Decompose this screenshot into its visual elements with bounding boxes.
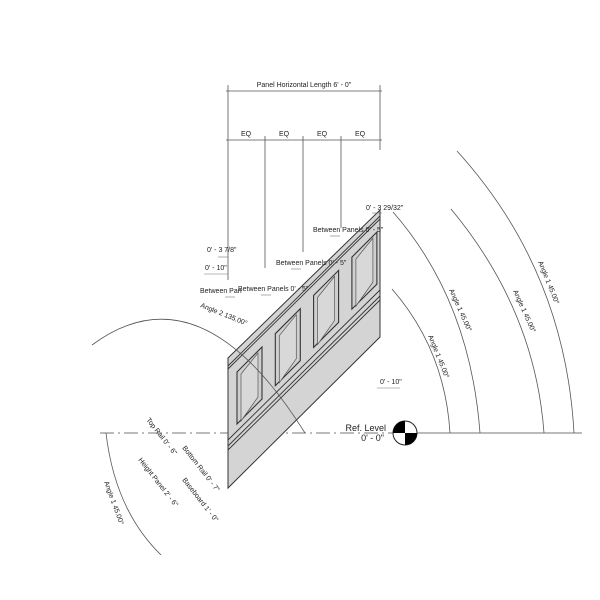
- raised-panel-inner: [317, 275, 335, 346]
- offset-right-low-label: 0' - 10": [380, 379, 402, 386]
- eq-label: EQ: [279, 131, 290, 138]
- angle1-label: Angle 1 45.00°: [426, 334, 451, 380]
- eq-label: EQ: [355, 131, 366, 138]
- between-panels-label: Between Panels 0' - 5": [238, 286, 309, 293]
- panel-length-dimension[interactable]: Panel Horizontal Length 6' - 0": [226, 82, 382, 280]
- angle1-label: Angle 1 45.00°: [536, 260, 561, 306]
- angle1-label: Angle 1 45.00°: [511, 289, 537, 334]
- between-partial-label: Between Pan: [200, 288, 242, 295]
- raised-panel-inner: [240, 352, 259, 423]
- angle1-label: Angle 1 45.00°: [447, 288, 473, 333]
- height-panel-label: Height Panel 2' - 6": [136, 457, 179, 509]
- offset-right-label: 0' - 3 29/32": [366, 205, 404, 212]
- angle2-label: Angle 2 135.00°: [199, 301, 248, 327]
- panel-length-label: Panel Horizontal Length 6' - 0": [257, 82, 352, 89]
- raised-panel-inner: [355, 237, 374, 308]
- offset-top-label: 0' - 3 7/8": [207, 247, 237, 254]
- level-elevation: 0' - 0": [361, 433, 384, 443]
- between-panels-label: Between Panels 0' - 5": [276, 260, 347, 267]
- top-rail-label: Top Rail 0' - 6": [144, 417, 178, 457]
- between-panels-label: Between Panels 0' - 5": [313, 227, 384, 234]
- eq-dimension[interactable]: EQ EQ EQ EQ: [226, 131, 382, 268]
- level-name: Ref. Level: [345, 423, 386, 433]
- level-marker[interactable]: Ref. Level 0' - 0": [345, 420, 418, 446]
- wainscot-wall[interactable]: [227, 208, 381, 490]
- raised-panel-inner: [278, 313, 297, 384]
- offset-left-label: 0' - 10": [205, 265, 227, 272]
- angle1-left-label: Angle 1 45.00°: [102, 480, 125, 526]
- eq-label: EQ: [241, 131, 252, 138]
- eq-label: EQ: [317, 131, 328, 138]
